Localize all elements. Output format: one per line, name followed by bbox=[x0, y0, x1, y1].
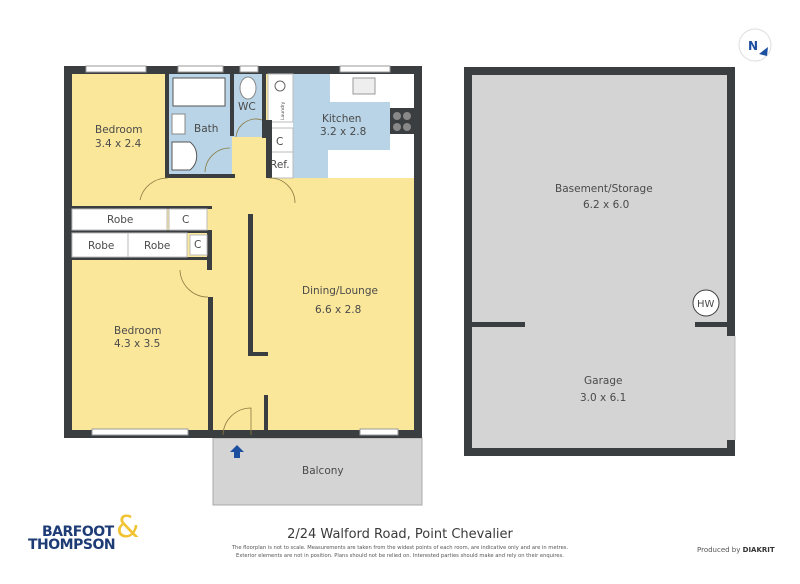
room-label: Laundry bbox=[280, 101, 286, 120]
room-label: 4.3 x 3.5 bbox=[114, 338, 160, 350]
balcony-area bbox=[212, 437, 423, 506]
door-swings bbox=[139, 118, 296, 436]
bathtub-icon bbox=[172, 77, 226, 107]
laundry-area bbox=[267, 73, 294, 123]
basement-floor bbox=[472, 75, 727, 448]
north-arrow-icon bbox=[759, 47, 768, 56]
cooktop-icon bbox=[390, 108, 414, 134]
entry-arrow-icon bbox=[230, 445, 244, 458]
room-label: WC bbox=[238, 101, 256, 113]
hot-water-cylinder: HW bbox=[692, 289, 720, 317]
tub-icon bbox=[274, 80, 286, 92]
room-label: C bbox=[276, 136, 283, 148]
producer-credit: Produced by DIAKRIT bbox=[697, 546, 775, 554]
disclaimer-line-1: The floorplan is not to scale. Measureme… bbox=[231, 545, 569, 551]
room-label: 3.2 x 2.8 bbox=[320, 126, 366, 138]
room-label: Basement/Storage bbox=[555, 183, 653, 195]
robe-1 bbox=[71, 208, 168, 231]
room-label: HW bbox=[697, 299, 715, 310]
room-label: Robe bbox=[88, 240, 114, 252]
room-label: 6.6 x 2.8 bbox=[315, 304, 361, 316]
robe-3 bbox=[127, 232, 188, 258]
room-label: 3.4 x 2.4 bbox=[95, 138, 142, 150]
toilet-icon bbox=[239, 76, 257, 100]
room-label: 3.0 x 6.1 bbox=[580, 392, 626, 404]
room-label: Bedroom bbox=[95, 124, 143, 136]
disclaimer-line-2: Exterior elements are not in position. P… bbox=[236, 553, 564, 559]
shower-icon bbox=[171, 141, 198, 171]
property-address: 2/24 Walford Road, Point Chevalier bbox=[287, 527, 513, 542]
vanity-icon bbox=[171, 113, 186, 135]
cupboard-2 bbox=[189, 234, 208, 256]
room-label: Kitchen bbox=[322, 113, 361, 125]
garage-door-opening bbox=[727, 336, 735, 440]
room-label: C bbox=[194, 239, 201, 251]
cupboard-1 bbox=[168, 208, 208, 231]
room-label: Bedroom bbox=[114, 325, 162, 337]
room-label: Dining/Lounge bbox=[302, 285, 378, 297]
barfoot-thompson-logo: BARFOOT THOMPSON & bbox=[28, 510, 139, 553]
room-label: C bbox=[182, 214, 189, 226]
room-label: Garage bbox=[584, 375, 622, 387]
sink-icon bbox=[352, 77, 376, 95]
room-label: Bath bbox=[194, 123, 218, 135]
room-label: 6.2 x 6.0 bbox=[583, 199, 629, 211]
room-label: Robe bbox=[107, 214, 133, 226]
robe-2 bbox=[71, 232, 129, 258]
windows bbox=[85, 65, 399, 436]
room-label: Ref. bbox=[270, 159, 290, 171]
room-label: Robe bbox=[144, 240, 170, 252]
north-compass: N bbox=[738, 28, 772, 62]
room-label: N bbox=[748, 39, 758, 53]
kitchen-cupboard bbox=[267, 127, 294, 153]
room-label: Balcony bbox=[302, 465, 344, 477]
interior-walls bbox=[72, 74, 272, 430]
